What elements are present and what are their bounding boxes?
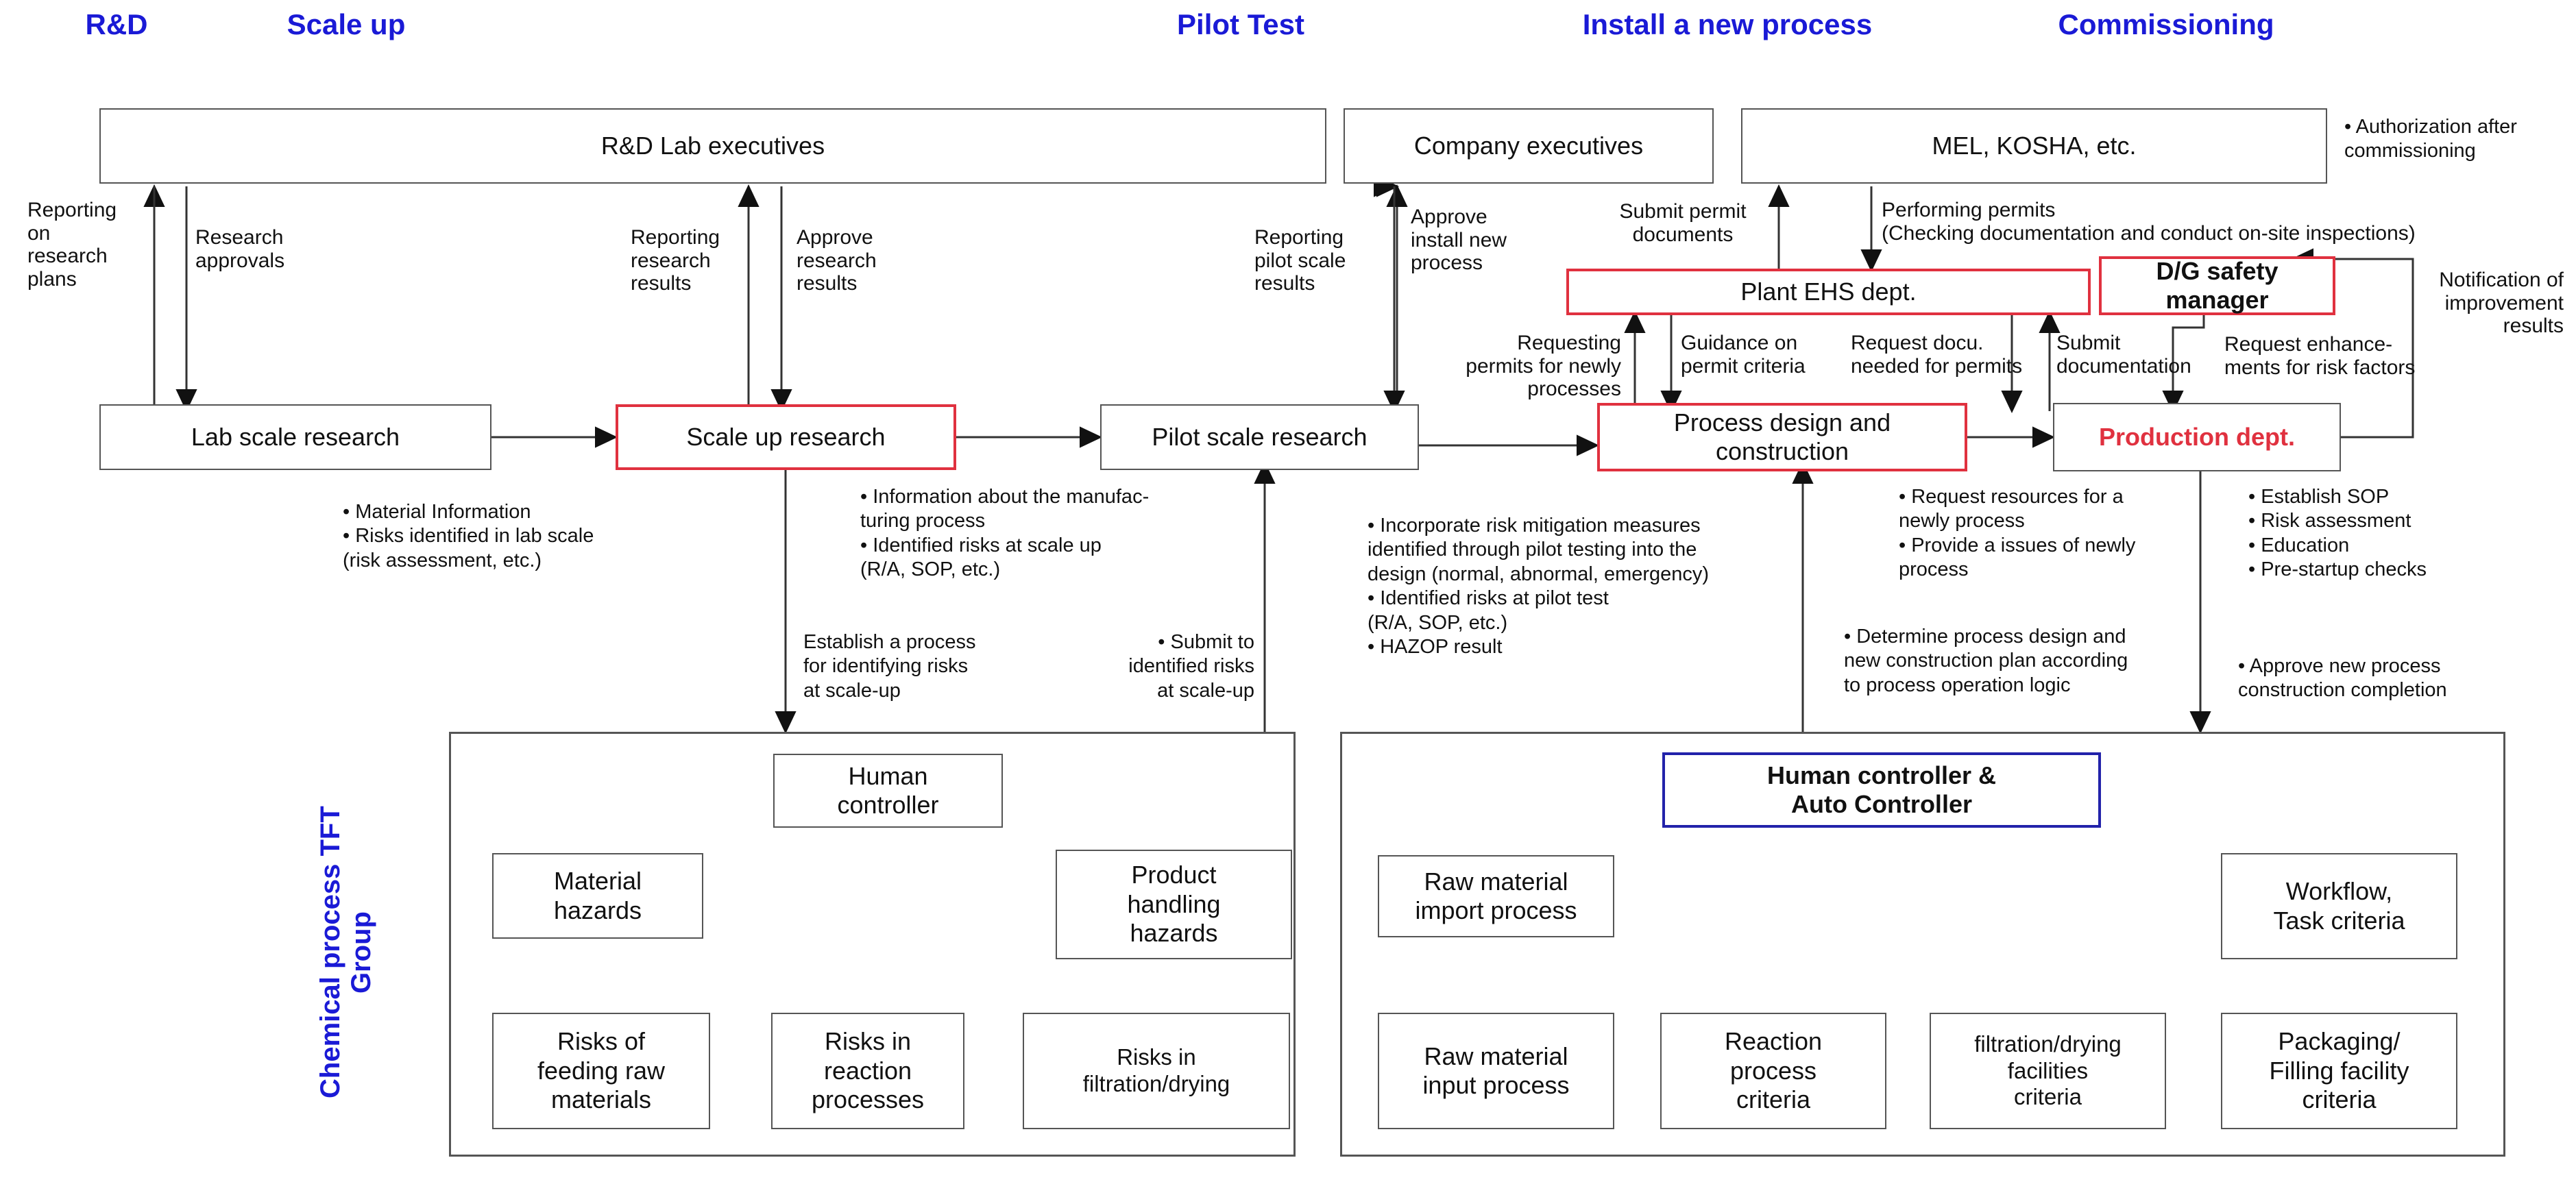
box-product-handling-hazards[interactable]: Product handling hazards	[1056, 850, 1292, 959]
phase-heading-install-new-process: Install a new process	[1582, 8, 1873, 40]
bullet-item: • Identified risks at pilot test (R/A, S…	[1368, 587, 1609, 634]
box-pilot-scale-research[interactable]: Pilot scale research	[1100, 404, 1419, 470]
bullets-commissioning-items: • Establish SOP • Risk assessment • Educ…	[2248, 485, 2550, 582]
box-reaction-process-criteria[interactable]: Reaction process criteria	[1660, 1013, 1886, 1129]
label-request-docu-needed: Request docu. needed for permits	[1851, 332, 2023, 378]
bullet-item: • Provide a issues of newly process	[1899, 534, 2136, 581]
bullet-item: • Material Information	[343, 501, 531, 523]
label-approve-install-new-process: Approve install new process	[1411, 206, 1507, 275]
bullet-item: • Risks identified in lab scale (risk as…	[343, 525, 594, 571]
bullets-lab-scale-outputs: • Material Information • Risks identifie…	[343, 500, 665, 573]
box-dg-safety-manager[interactable]: D/G safety manager	[2099, 256, 2335, 315]
bullets-pilot-outputs: • Incorporate risk mitigation measures i…	[1368, 514, 1971, 659]
phase-heading-rd: R&D	[85, 8, 148, 40]
label-chemical-process-tft-group: Chemical process TFT Group	[315, 806, 376, 1099]
label-approve-new-process: • Approve new process construction compl…	[2238, 655, 2447, 702]
label-approve-research-results: Approve research results	[797, 226, 877, 295]
box-material-hazards[interactable]: Material hazards	[492, 853, 703, 939]
label-reporting-on-research-plans: Reporting on research plans	[27, 199, 117, 291]
bullet-item: • Pre-startup checks	[2248, 558, 2427, 581]
label-establish-process-risks: Establish a process for identifying risk…	[803, 631, 976, 702]
box-mel-kosha[interactable]: MEL, KOSHA, etc.	[1741, 108, 2327, 184]
label-reporting-pilot-scale-results: Reporting pilot scale results	[1254, 226, 1346, 295]
bullets-production-requests: • Request resources for a newly process …	[1899, 485, 2194, 582]
label-submit-identified-risks: • Submit to identified risks at scale-up	[1128, 631, 1254, 702]
box-lab-scale-research[interactable]: Lab scale research	[99, 404, 491, 470]
label-research-approvals: Research approvals	[195, 226, 285, 272]
box-process-design-construction[interactable]: Process design and construction	[1597, 403, 1967, 471]
phase-heading-commissioning: Commissioning	[2058, 8, 2274, 40]
box-risks-feeding-raw-materials[interactable]: Risks of feeding raw materials	[492, 1013, 710, 1129]
label-reporting-research-results: Reporting research results	[631, 226, 720, 295]
bullets-scale-up-outputs: • Information about the manufac- turing …	[860, 485, 1196, 582]
box-human-controller[interactable]: Human controller	[773, 754, 1003, 828]
bullet-item: • Incorporate risk mitigation measures i…	[1368, 515, 1710, 585]
bullet-item: • Information about the manufac- turing …	[860, 486, 1150, 532]
label-notification-of-improvement: Notification of improvement results	[2439, 269, 2564, 338]
box-plant-ehs-dept[interactable]: Plant EHS dept.	[1566, 269, 2091, 315]
box-packaging-filling-criteria[interactable]: Packaging/ Filling facility criteria	[2221, 1013, 2457, 1129]
bullet-item: • Education	[2248, 534, 2350, 556]
box-filtration-drying-criteria[interactable]: filtration/drying facilities criteria	[1930, 1013, 2166, 1129]
phase-heading-pilot-test: Pilot Test	[1177, 8, 1304, 40]
production-dept-label: Production dept.	[2099, 422, 2295, 451]
bullet-item: • Request resources for a newly process	[1899, 486, 2124, 532]
box-company-executives[interactable]: Company executives	[1344, 108, 1714, 184]
box-raw-material-import-process[interactable]: Raw material import process	[1378, 855, 1614, 937]
label-request-enhancements: Request enhance- ments for risk factors	[2224, 333, 2416, 379]
box-human-auto-controller[interactable]: Human controller & Auto Controller	[1662, 752, 2101, 828]
label-determine-process-design: • Determine process design and new const…	[1844, 626, 2128, 696]
bullet-item: • HAZOP result	[1368, 635, 1503, 658]
box-scale-up-research[interactable]: Scale up research	[616, 404, 956, 470]
phase-heading-scale-up: Scale up	[287, 8, 406, 40]
box-rd-lab-executives[interactable]: R&D Lab executives	[99, 108, 1326, 184]
bullet-item: • Identified risks at scale up (R/A, SOP…	[860, 534, 1102, 581]
label-guidance-on-permit-criteria: Guidance on permit criteria	[1681, 332, 1806, 378]
label-submit-documentation: Submit documentation	[2056, 332, 2191, 378]
bullet-item: • Risk assessment	[2248, 510, 2411, 532]
bullet-item: • Establish SOP	[2248, 486, 2390, 508]
box-workflow-task-criteria[interactable]: Workflow, Task criteria	[2221, 853, 2457, 959]
box-risks-filtration-drying[interactable]: Risks in filtration/drying	[1023, 1013, 1290, 1129]
box-risks-reaction-processes[interactable]: Risks in reaction processes	[771, 1013, 964, 1129]
label-requesting-permits: Requesting permits for newly processes	[1466, 332, 1621, 401]
label-submit-permit-documents: Submit permit documents	[1619, 200, 1747, 246]
box-production-dept[interactable]: Production dept.	[2053, 403, 2341, 471]
box-raw-material-input-process[interactable]: Raw material input process	[1378, 1013, 1614, 1129]
label-performing-permits: Performing permits (Checking documentati…	[1882, 199, 2416, 245]
label-authorization-after-commissioning: • Authorization after commissioning	[2344, 116, 2517, 162]
